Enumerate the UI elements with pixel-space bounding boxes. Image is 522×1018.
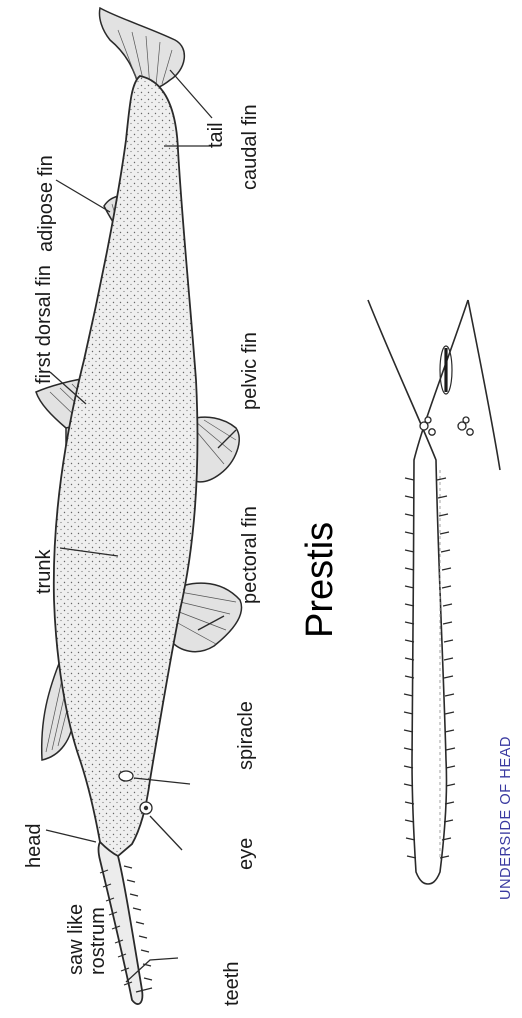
label-teeth: teeth: [221, 962, 243, 1006]
underside-head-right-edge: [468, 300, 500, 470]
nostrils: [420, 417, 473, 435]
label-pelvic-fin: pelvic fin: [239, 332, 261, 410]
label-first-dorsal-fin: first dorsal fin: [33, 265, 55, 384]
label-trunk: trunk: [33, 549, 55, 594]
eye-pupil: [144, 806, 148, 810]
label-head: head: [23, 824, 45, 869]
label-saw-like: saw like: [65, 904, 87, 975]
diagram-title: Prestis: [299, 522, 341, 638]
label-eye: eye: [235, 838, 257, 870]
underside-caption: UNDERSIDE OF HEAD: [498, 736, 514, 900]
underside-head-outline: [368, 300, 468, 884]
spiracle-mark: [119, 771, 133, 781]
label-rostrum: rostrum: [87, 907, 109, 975]
fish-illustration: [36, 8, 242, 1004]
label-spiracle: spiracle: [235, 701, 257, 770]
underside-of-head: [368, 300, 500, 884]
label-caudal-fin: caudal fin: [239, 104, 261, 190]
label-pectoral-fin: pectoral fin: [239, 506, 261, 604]
label-adipose-fin: adipose fin: [35, 155, 57, 252]
label-tail: tail: [205, 122, 227, 148]
fish-body: [54, 76, 198, 856]
